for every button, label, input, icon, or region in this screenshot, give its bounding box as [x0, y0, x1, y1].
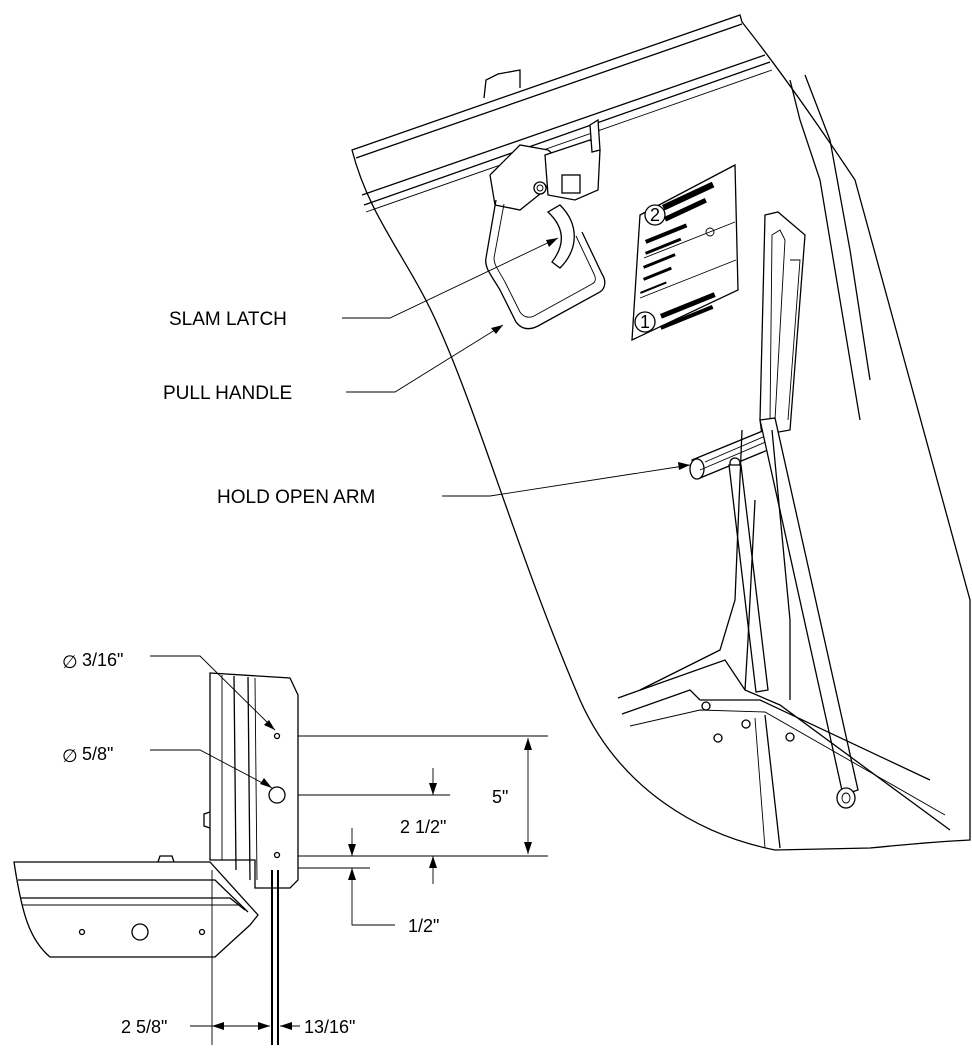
- dim-label-5: 5": [492, 787, 508, 807]
- leader-hole-5-8: [150, 749, 273, 789]
- frame-upright-2: [804, 74, 871, 381]
- dimension-lines: [150, 655, 548, 1045]
- tray-rim-3: [629, 709, 946, 816]
- tray-rim-1: [617, 659, 951, 831]
- pull-handle-inner: [493, 203, 596, 318]
- frame-upright-1: [789, 79, 861, 421]
- hole-5-8: [268, 786, 286, 804]
- dim-1-2-lower: [351, 868, 395, 926]
- slam-latch-assembly: [489, 118, 601, 269]
- lid-rail-mid: [361, 54, 766, 196]
- leader-slam-latch: [342, 237, 559, 319]
- dim-label-1-2: 1/2": [408, 916, 439, 936]
- lid-rail-low: [363, 61, 771, 206]
- hold-open-bracket: [759, 211, 806, 436]
- tray-hole-center: [131, 923, 149, 941]
- dim-label-13-16: 13/16": [304, 1017, 355, 1037]
- decal-step-1-badge: [634, 311, 656, 333]
- tray-hole-left: [78, 928, 86, 936]
- lid-detail-view: 2 1: [351, 14, 971, 851]
- dim-label-hole-small: 3/16": [82, 650, 123, 670]
- decal-step-2-badge: [644, 204, 666, 226]
- latch-hook: [546, 204, 575, 269]
- frame-lower-left: [639, 429, 743, 691]
- frame-lower-right: [771, 429, 791, 700]
- label-pull-handle: PULL HANDLE: [163, 383, 292, 404]
- diameter-symbol-large: ∅: [62, 746, 78, 766]
- hold-open-strut-2: [759, 417, 859, 796]
- hole-3-16-top: [273, 732, 281, 740]
- dim-label-hole-large: 5/8": [82, 744, 113, 764]
- dim-label-2-1-2: 2 1/2": [400, 817, 446, 837]
- diameter-symbol-small: ∅: [62, 652, 78, 672]
- tray-side: [764, 714, 781, 849]
- label-slam-latch: SLAM LATCH: [169, 309, 287, 330]
- corner-bracket-view: [13, 672, 299, 958]
- lid-rail-top: [355, 23, 743, 159]
- tray-hole-right: [198, 928, 206, 936]
- callout-leaders: [342, 237, 691, 497]
- leader-hole-3-16: [150, 655, 276, 731]
- decal-step-2-number: 2: [650, 205, 660, 225]
- leader-pull-handle: [346, 324, 504, 393]
- dim-label-2-5-8: 2 5/8": [121, 1017, 167, 1037]
- hold-open-strut-1: [728, 464, 769, 693]
- label-hold-open-arm: HOLD OPEN ARM: [217, 487, 375, 508]
- horizontal-tray: [13, 861, 259, 958]
- decal-step-1-number: 1: [640, 312, 650, 332]
- hole-3-16-bottom: [273, 851, 281, 859]
- detail-boundary: [351, 14, 971, 851]
- tray-side-2: [754, 717, 766, 849]
- lid-rail-edge: [365, 69, 773, 213]
- instruction-decal: 2 1: [631, 163, 739, 342]
- leader-hold-open-arm: [442, 464, 691, 497]
- tray-rim-2: [621, 689, 931, 781]
- top-bracket: [483, 69, 521, 99]
- vertical-plate: [209, 672, 299, 889]
- frame-lower-left-2: [744, 499, 756, 691]
- strut-end-pin: [836, 787, 856, 809]
